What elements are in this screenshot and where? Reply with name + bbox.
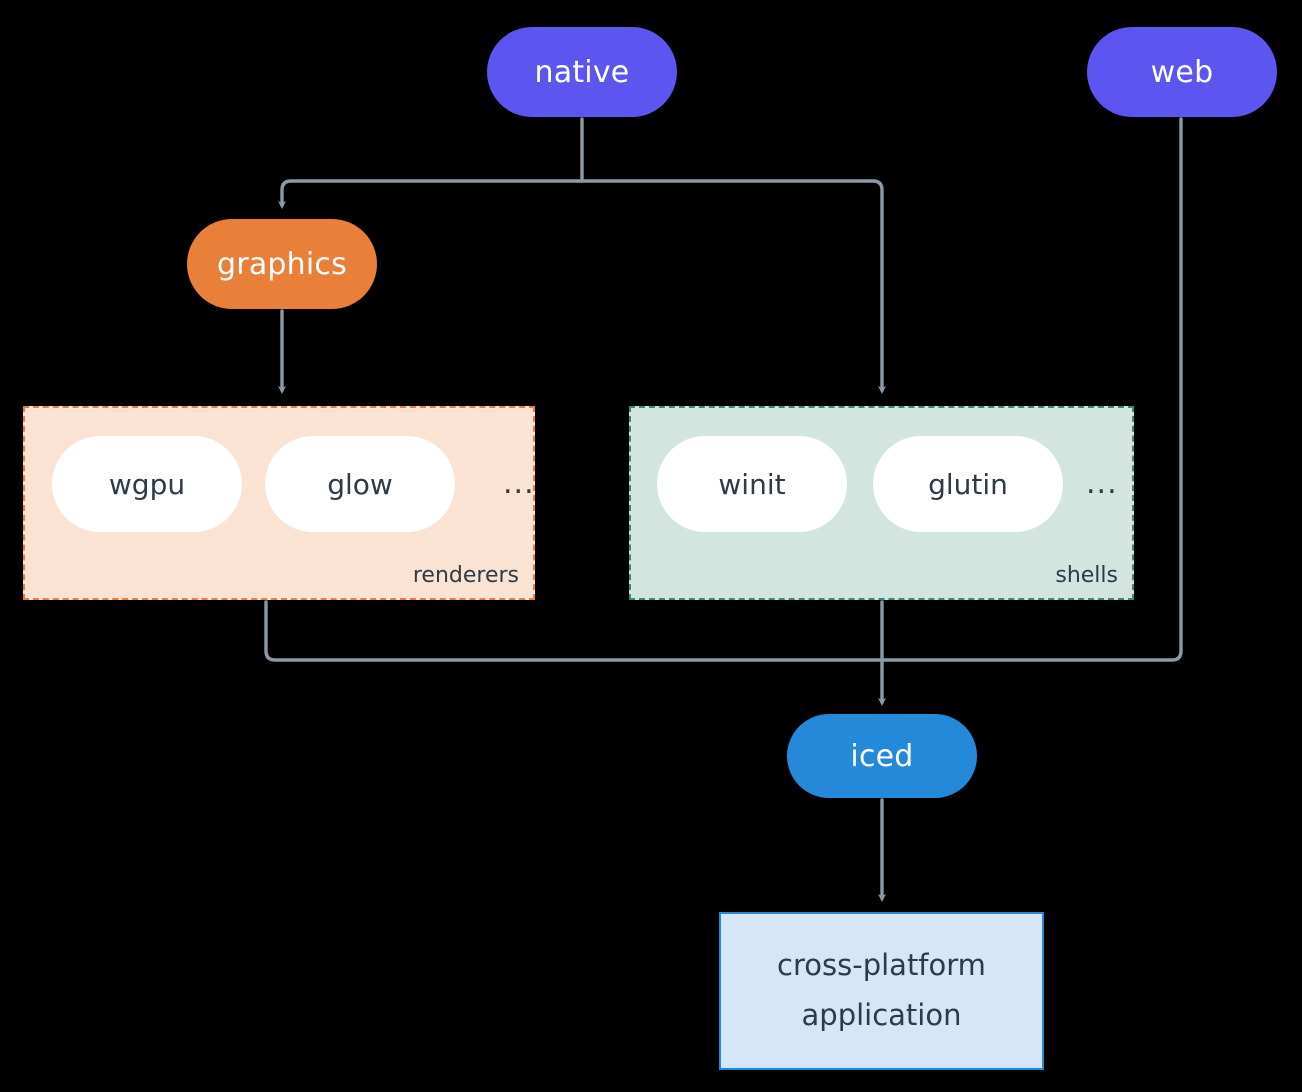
chip-glutin[interactable]: glutin <box>873 436 1063 532</box>
node-iced-label: iced <box>850 738 914 774</box>
group-renderers-label: renderers <box>412 563 519 588</box>
node-cross-platform-application[interactable]: cross-platform application <box>719 912 1044 1070</box>
group-shells: winit glutin ... shells <box>629 406 1134 600</box>
node-graphics[interactable]: graphics <box>187 219 377 309</box>
chip-winit-label: winit <box>718 467 786 501</box>
node-native[interactable]: native <box>487 27 677 117</box>
chip-winit[interactable]: winit <box>657 436 847 532</box>
application-label-line1: cross-platform <box>777 948 986 983</box>
chip-wgpu[interactable]: wgpu <box>52 436 242 532</box>
renderers-overflow-ellipsis: ... <box>503 466 535 501</box>
node-graphics-label: graphics <box>217 246 347 282</box>
chip-glow[interactable]: glow <box>265 436 455 532</box>
node-iced[interactable]: iced <box>787 714 977 798</box>
node-native-label: native <box>534 54 630 90</box>
shells-overflow-ellipsis: ... <box>1086 466 1118 501</box>
chip-wgpu-label: wgpu <box>108 467 186 501</box>
edge-renderers-to-iced <box>264 600 884 662</box>
group-shells-label: shells <box>1055 563 1118 588</box>
application-label-line2: application <box>801 998 962 1032</box>
group-renderers: wgpu glow ... renderers <box>23 406 535 600</box>
chip-glow-label: glow <box>327 467 393 501</box>
node-web-label: web <box>1150 54 1214 90</box>
node-web[interactable]: web <box>1087 27 1277 117</box>
edge-native-to-shells <box>580 179 886 394</box>
chip-glutin-label: glutin <box>928 467 1008 501</box>
edge-native-to-graphics <box>278 179 584 209</box>
